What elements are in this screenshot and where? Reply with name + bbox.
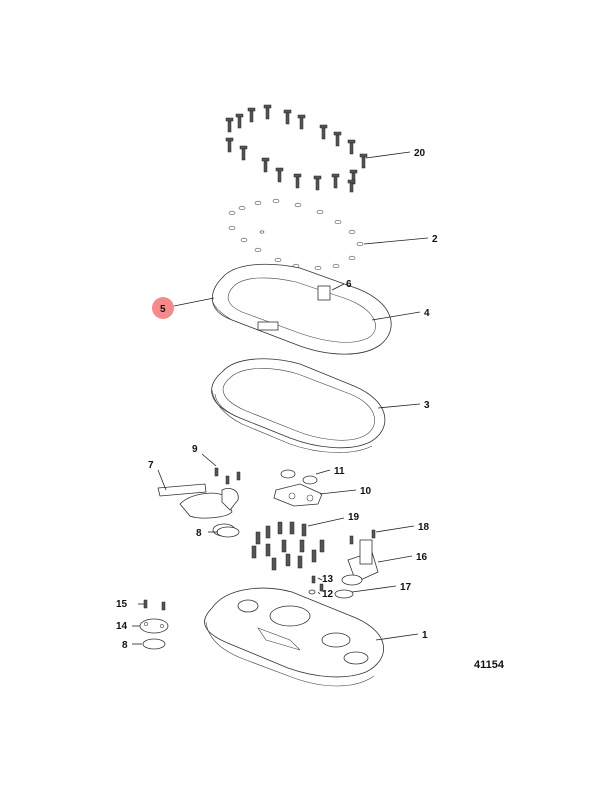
o-ring-8-upper <box>216 526 240 538</box>
leader-lines <box>132 151 429 645</box>
o-ring-8-lower <box>142 638 166 650</box>
bushing-11 <box>280 469 318 485</box>
screws-15 <box>143 599 166 611</box>
callout-12[interactable]: 12 <box>322 589 334 600</box>
callout-7[interactable]: 7 <box>148 460 154 471</box>
callout-16[interactable]: 16 <box>416 552 428 563</box>
cover-plate-14 <box>139 618 169 634</box>
base-housing-1 <box>204 587 384 687</box>
callout-14[interactable]: 14 <box>116 621 128 632</box>
studs-19 <box>251 521 325 571</box>
figure-number: 41154 <box>474 659 505 671</box>
callout-13[interactable]: 13 <box>322 574 334 585</box>
screws-9 <box>214 467 241 485</box>
callout-20[interactable]: 20 <box>414 148 426 159</box>
o-ring-17 <box>334 589 354 599</box>
callout-17[interactable]: 17 <box>400 582 412 593</box>
callout-labels: 20 2 6 4 5 3 9 7 11 10 8 19 18 16 13 12 … <box>116 148 438 651</box>
callout-19[interactable]: 19 <box>348 512 360 523</box>
callout-15[interactable]: 15 <box>116 599 128 610</box>
callout-4[interactable]: 4 <box>424 308 430 319</box>
washer-12 <box>308 589 316 595</box>
screw-18 <box>349 529 376 545</box>
callout-2[interactable]: 2 <box>432 234 438 245</box>
fitting-16 <box>341 539 379 586</box>
bolt-set-20 <box>225 104 368 193</box>
frame-ring-4 <box>211 263 392 355</box>
screws-13 <box>311 575 324 592</box>
callout-18[interactable]: 18 <box>418 522 430 533</box>
callout-10[interactable]: 10 <box>360 486 372 497</box>
callout-5[interactable]: 5 <box>160 304 166 315</box>
callout-6[interactable]: 6 <box>346 279 352 290</box>
callout-1[interactable]: 1 <box>422 630 428 641</box>
callout-9[interactable]: 9 <box>192 444 198 455</box>
plate-10 <box>273 483 323 507</box>
washer-set-2 <box>228 198 364 271</box>
callout-3[interactable]: 3 <box>424 400 430 411</box>
callout-8-lower[interactable]: 8 <box>122 640 128 651</box>
callout-8-upper[interactable]: 8 <box>196 528 202 539</box>
highlight-marker[interactable] <box>152 297 174 319</box>
callout-11[interactable]: 11 <box>334 466 345 477</box>
gasket-3 <box>211 358 386 453</box>
